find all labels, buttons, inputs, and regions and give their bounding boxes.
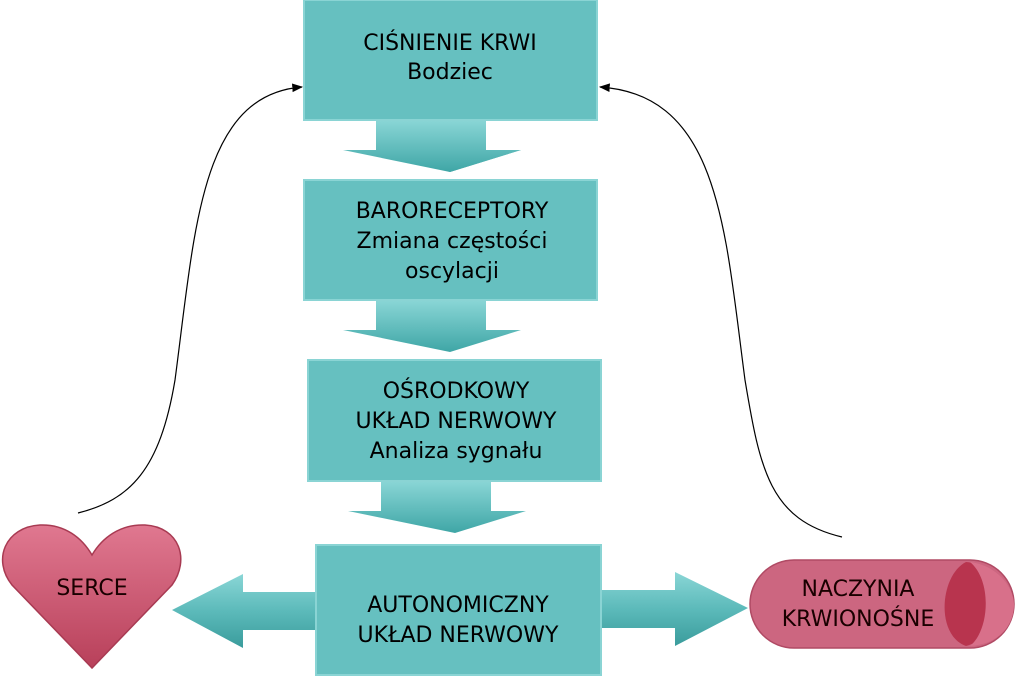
box-ans-line-1: AUTONOMICZNY: [367, 593, 549, 618]
box-blood-pressure: CIŚNIENIE KRWI Bodziec: [303, 0, 598, 121]
vessels-label-line-1: NACZYNIA: [802, 577, 915, 602]
box-ans-line-2: UKŁAD NERWOWY: [358, 623, 559, 648]
down-arrow-3: [348, 481, 526, 533]
blood-vessels-shape: NACZYNIA KRWIONOŚNE: [749, 559, 1015, 649]
heart-shape: SERCE: [1, 524, 182, 670]
vessels-label-line-2: KRWIONOŚNE: [782, 606, 934, 632]
heart-label: SERCE: [56, 576, 127, 601]
arrow-to-heart: [172, 574, 316, 648]
box-blood-pressure-line-2: Bodziec: [407, 60, 493, 85]
down-arrow-1: [343, 120, 521, 172]
box-cns-line-1: OŚRODKOWY: [383, 378, 530, 404]
box-baroreceptors-line-2: Zmiana częstości: [357, 229, 548, 254]
box-autonomic-nervous-system: AUTONOMICZNY UKŁAD NERWOWY: [315, 544, 602, 676]
box-baroreceptors-line-1: BARORECEPTORY: [356, 199, 549, 224]
box-baroreceptors: BARORECEPTORY Zmiana częstości oscylacji: [303, 179, 598, 301]
box-cns-line-3: Analiza sygnału: [370, 439, 543, 464]
down-arrow-2: [343, 300, 521, 352]
box-baroreceptors-line-3: oscylacji: [405, 259, 499, 284]
arrow-to-vessels: [601, 572, 748, 646]
feedback-curve-left: [77, 83, 304, 514]
feedback-curve-right: [598, 83, 843, 538]
box-central-nervous-system: OŚRODKOWY UKŁAD NERWOWY Analiza sygnału: [307, 359, 602, 482]
heart-icon: [1, 524, 182, 670]
box-blood-pressure-line-1: CIŚNIENIE KRWI: [363, 30, 537, 56]
box-cns-line-2: UKŁAD NERWOWY: [356, 409, 557, 434]
